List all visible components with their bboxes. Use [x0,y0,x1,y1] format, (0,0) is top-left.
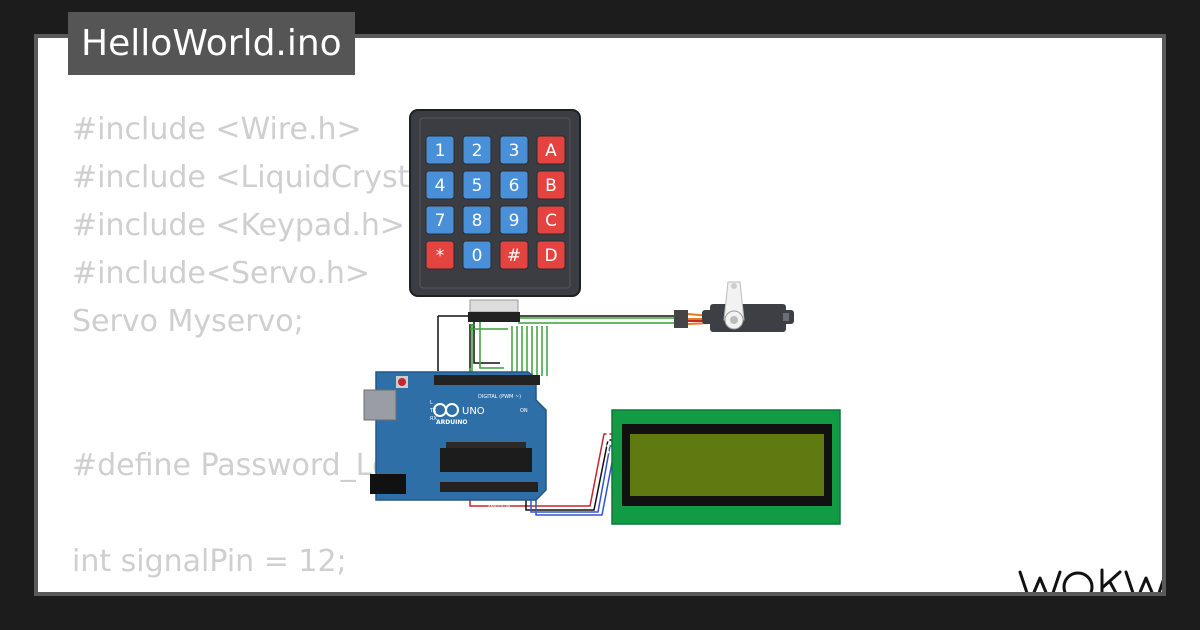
keypad-key-label: B [545,176,557,196]
keypad-key-label: 3 [509,141,520,161]
keypad-key-label: * [436,246,445,266]
brand-label: ARDUINO [436,419,467,426]
code-line: #include <Wire.h> [72,112,362,147]
keypad-key-*[interactable]: * [425,240,455,270]
keypad-4x4: 1 2 3 A 4 5 6 B 7 8 9 C * 0 # D [409,109,581,322]
preview-card: #include <Wire.h>#include <LiquidCrystal… [34,34,1166,596]
keypad-key-label: 5 [472,176,483,196]
power-label: POWER [454,504,469,509]
arduino-uno: UNO ARDUINO DIGITAL (PWM ~) ANALOG IN PO… [363,371,547,509]
board-label: UNO [462,406,485,417]
keypad-key-7[interactable]: 7 [425,205,455,235]
l-label: L [430,400,433,406]
keypad-key-label: C [545,211,557,231]
rx-label: RX [430,416,437,422]
code-line: #include <Keypad.h> [72,208,406,243]
keypad-key-B[interactable]: B [536,170,566,200]
keypad-key-label: 6 [509,176,520,196]
digital-label: DIGITAL (PWM ~) [478,394,521,400]
keypad-key-4[interactable]: 4 [425,170,455,200]
keypad-key-label: 2 [472,141,483,161]
code-line: int signalPin = 12; [72,544,347,579]
on-label: ON [520,408,528,414]
keypad-key-label: 0 [472,246,483,266]
keypad-key-9[interactable]: 9 [499,205,529,235]
wokwi-logo [1016,566,1162,592]
keypad-key-2[interactable]: 2 [462,135,492,165]
keypad-wires [467,322,548,488]
tx-label: TX [429,408,437,414]
keypad-key-label: # [507,246,521,266]
sketch-filename-tab[interactable]: HelloWorld.ino [68,12,355,75]
keypad-key-3[interactable]: 3 [499,135,529,165]
keypad-key-8[interactable]: 8 [462,205,492,235]
keypad-key-label: 7 [435,211,446,231]
keypad-key-#[interactable]: # [499,240,529,270]
keypad-key-D[interactable]: D [536,240,566,270]
keypad-connector [468,299,520,322]
keypad-key-label: 1 [435,141,446,161]
keypad-key-label: 9 [509,211,520,231]
keypad-key-label: D [544,246,557,266]
keypad-key-5[interactable]: 5 [462,170,492,200]
code-line: #include<Servo.h> [72,256,371,291]
keypad-key-0[interactable]: 0 [462,240,492,270]
keypad-key-label: A [545,141,557,161]
code-line: Servo Myservo; [72,304,304,339]
arduino-logo [433,403,459,417]
lcd-display [606,409,841,525]
analog-label: ANALOG IN [488,504,510,509]
keypad-key-1[interactable]: 1 [425,135,455,165]
keypad-key-A[interactable]: A [536,135,566,165]
keypad-key-6[interactable]: 6 [499,170,529,200]
keypad-key-label: 4 [435,176,446,196]
servo-motor [674,281,794,332]
circuit-diagram: 1 2 3 A 4 5 6 B 7 8 9 C * 0 # D [363,109,841,525]
keypad-key-C[interactable]: C [536,205,566,235]
keypad-key-label: 8 [472,211,483,231]
